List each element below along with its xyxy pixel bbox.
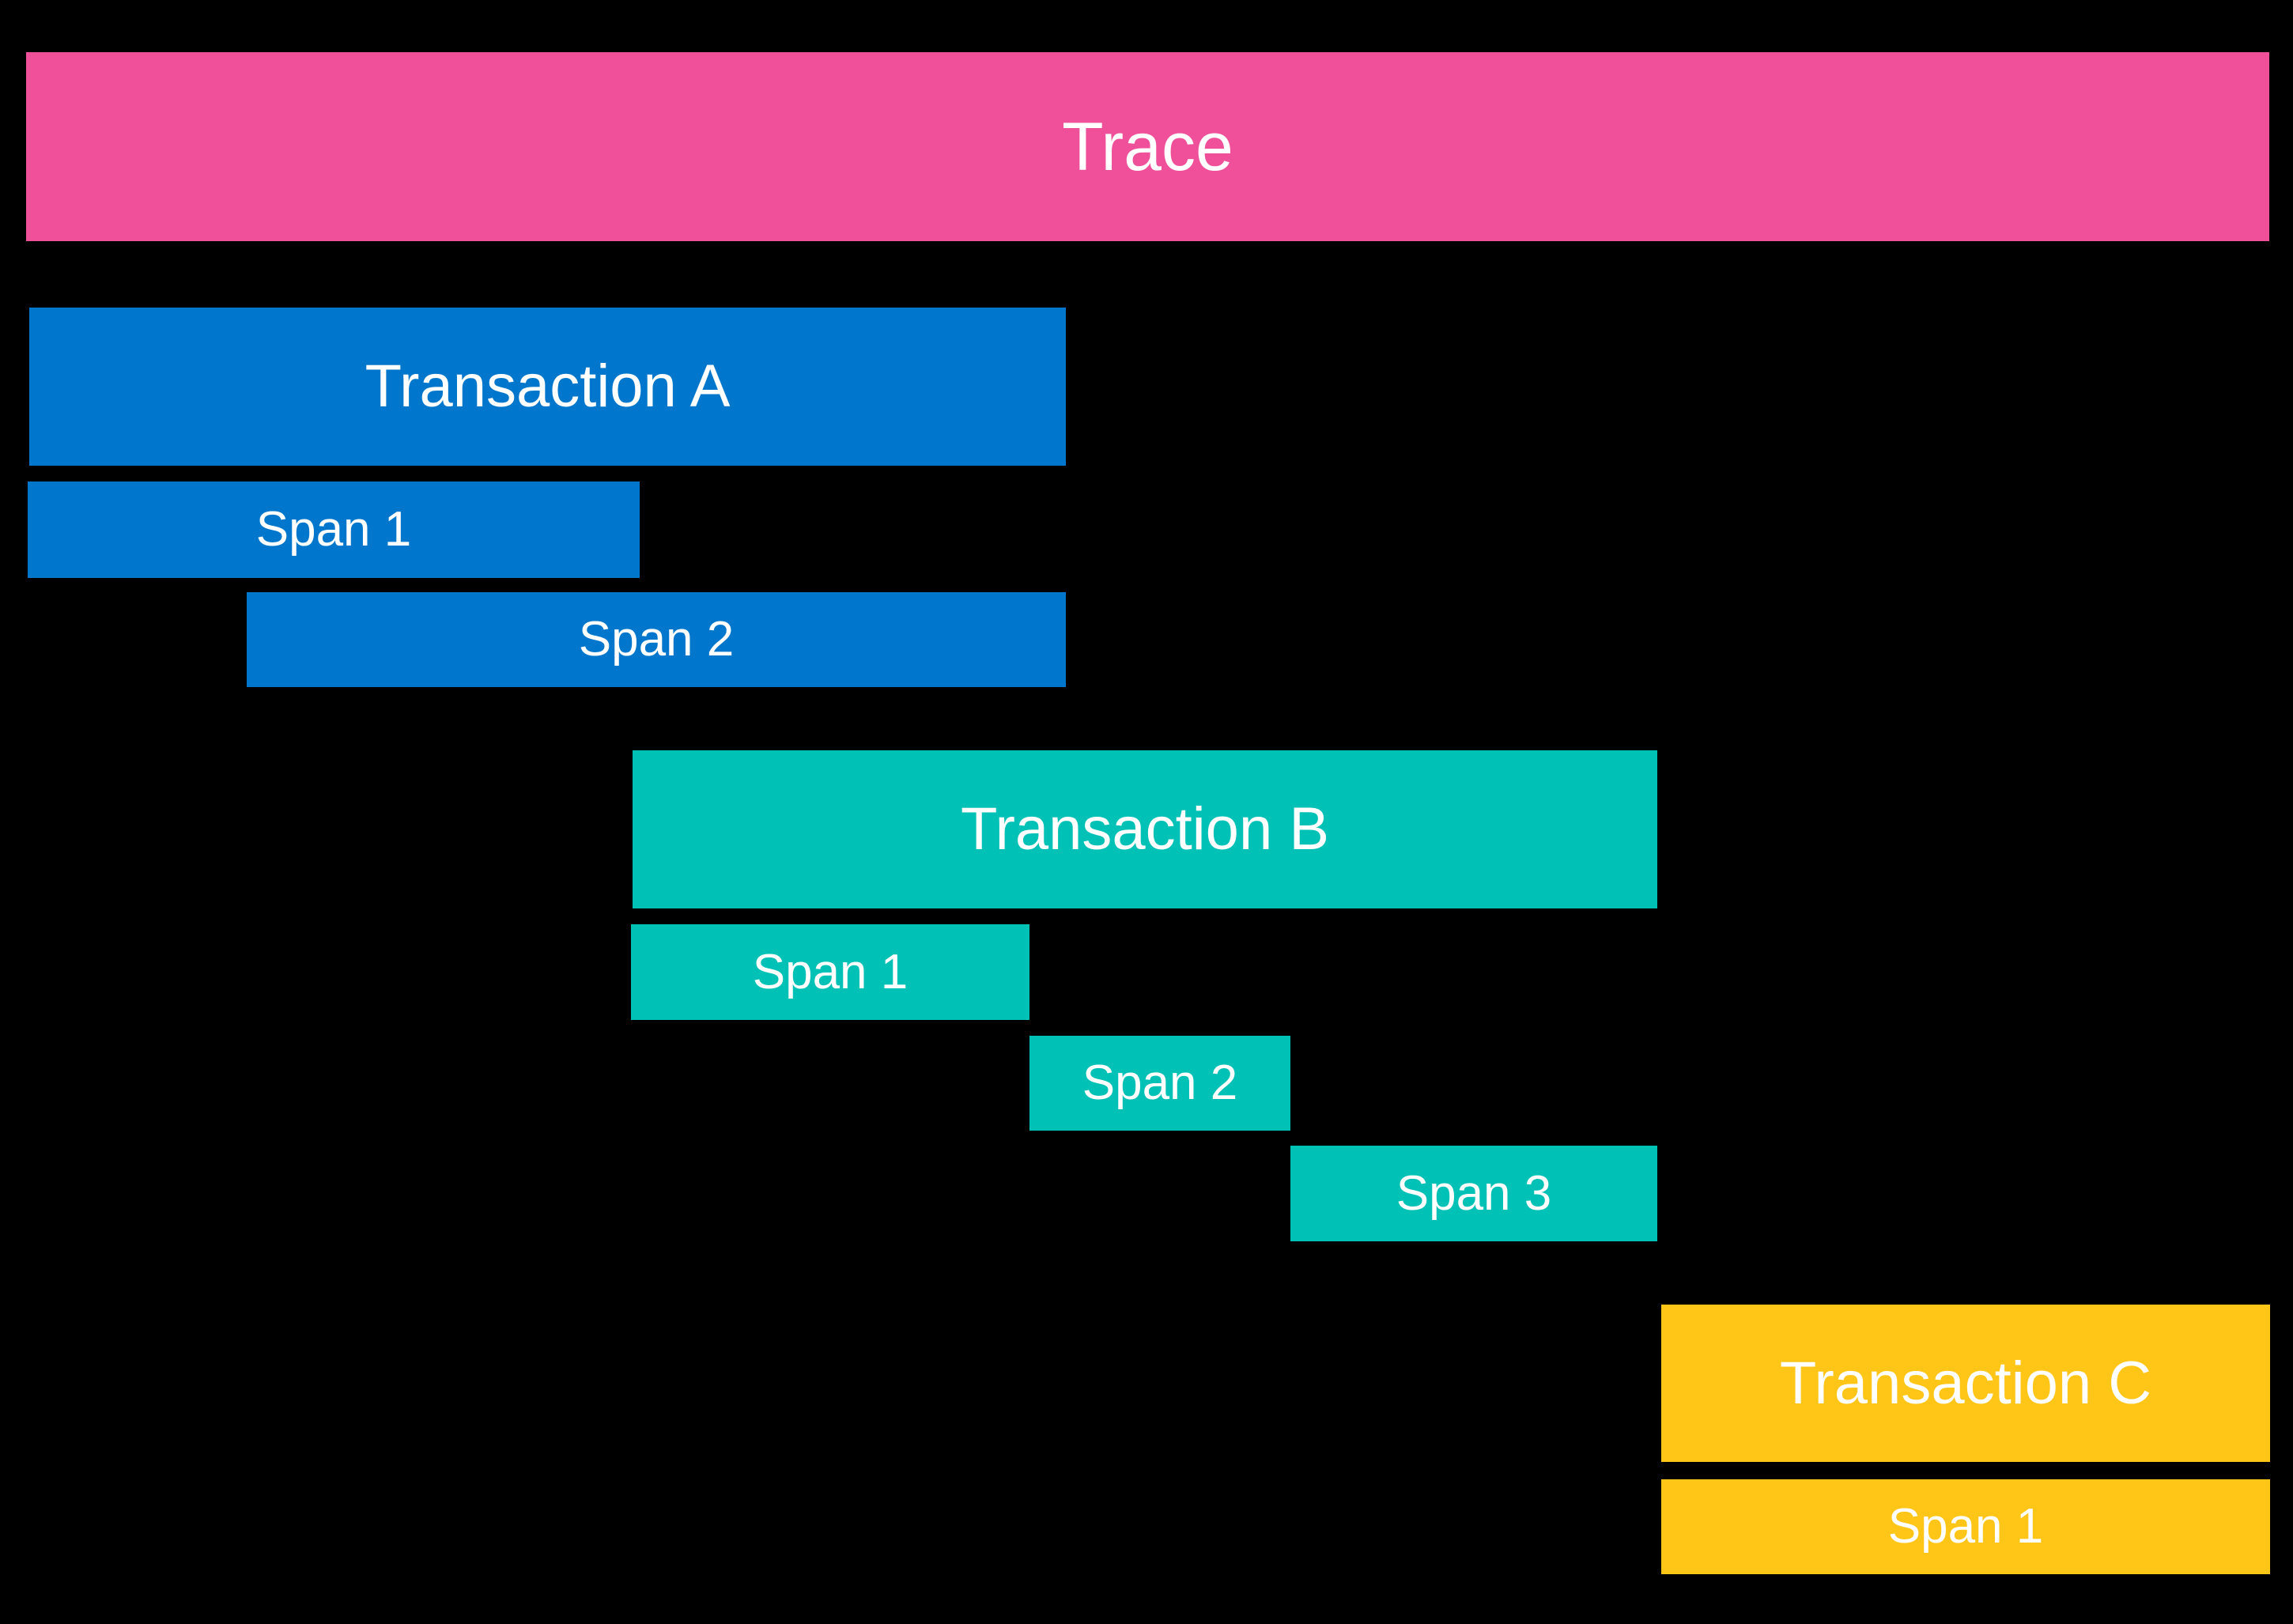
transaction-a-bar[interactable]: Transaction A (29, 308, 1066, 466)
transaction-b-label: Transaction B (960, 795, 1330, 863)
transaction-b-span-2-bar[interactable]: Span 2 (1029, 1036, 1290, 1131)
transaction-c-span-1-label: Span 1 (1887, 1499, 2044, 1554)
trace-bar[interactable]: Trace (26, 52, 2269, 241)
transaction-b-span-1-label: Span 1 (752, 944, 909, 999)
transaction-b-bar[interactable]: Transaction B (633, 750, 1657, 908)
transaction-a-span-2-label: Span 2 (578, 612, 735, 667)
transaction-a-span-1-bar[interactable]: Span 1 (28, 482, 640, 578)
transaction-c-label: Transaction C (1779, 1349, 2152, 1417)
transaction-b-span-2-label: Span 2 (1082, 1056, 1238, 1110)
transaction-a-span-2-bar[interactable]: Span 2 (247, 592, 1066, 687)
transaction-c-bar[interactable]: Transaction C (1661, 1305, 2270, 1462)
transaction-c-span-1-bar[interactable]: Span 1 (1661, 1479, 2270, 1574)
trace-bar-label: Trace (1062, 108, 1233, 185)
transaction-a-span-1-label: Span 1 (255, 502, 412, 557)
transaction-b-span-3-label: Span 3 (1396, 1165, 1552, 1221)
transaction-b-span-3-bar[interactable]: Span 3 (1290, 1146, 1657, 1241)
transaction-b-span-1-bar[interactable]: Span 1 (631, 924, 1029, 1020)
transaction-a-label: Transaction A (365, 353, 731, 420)
